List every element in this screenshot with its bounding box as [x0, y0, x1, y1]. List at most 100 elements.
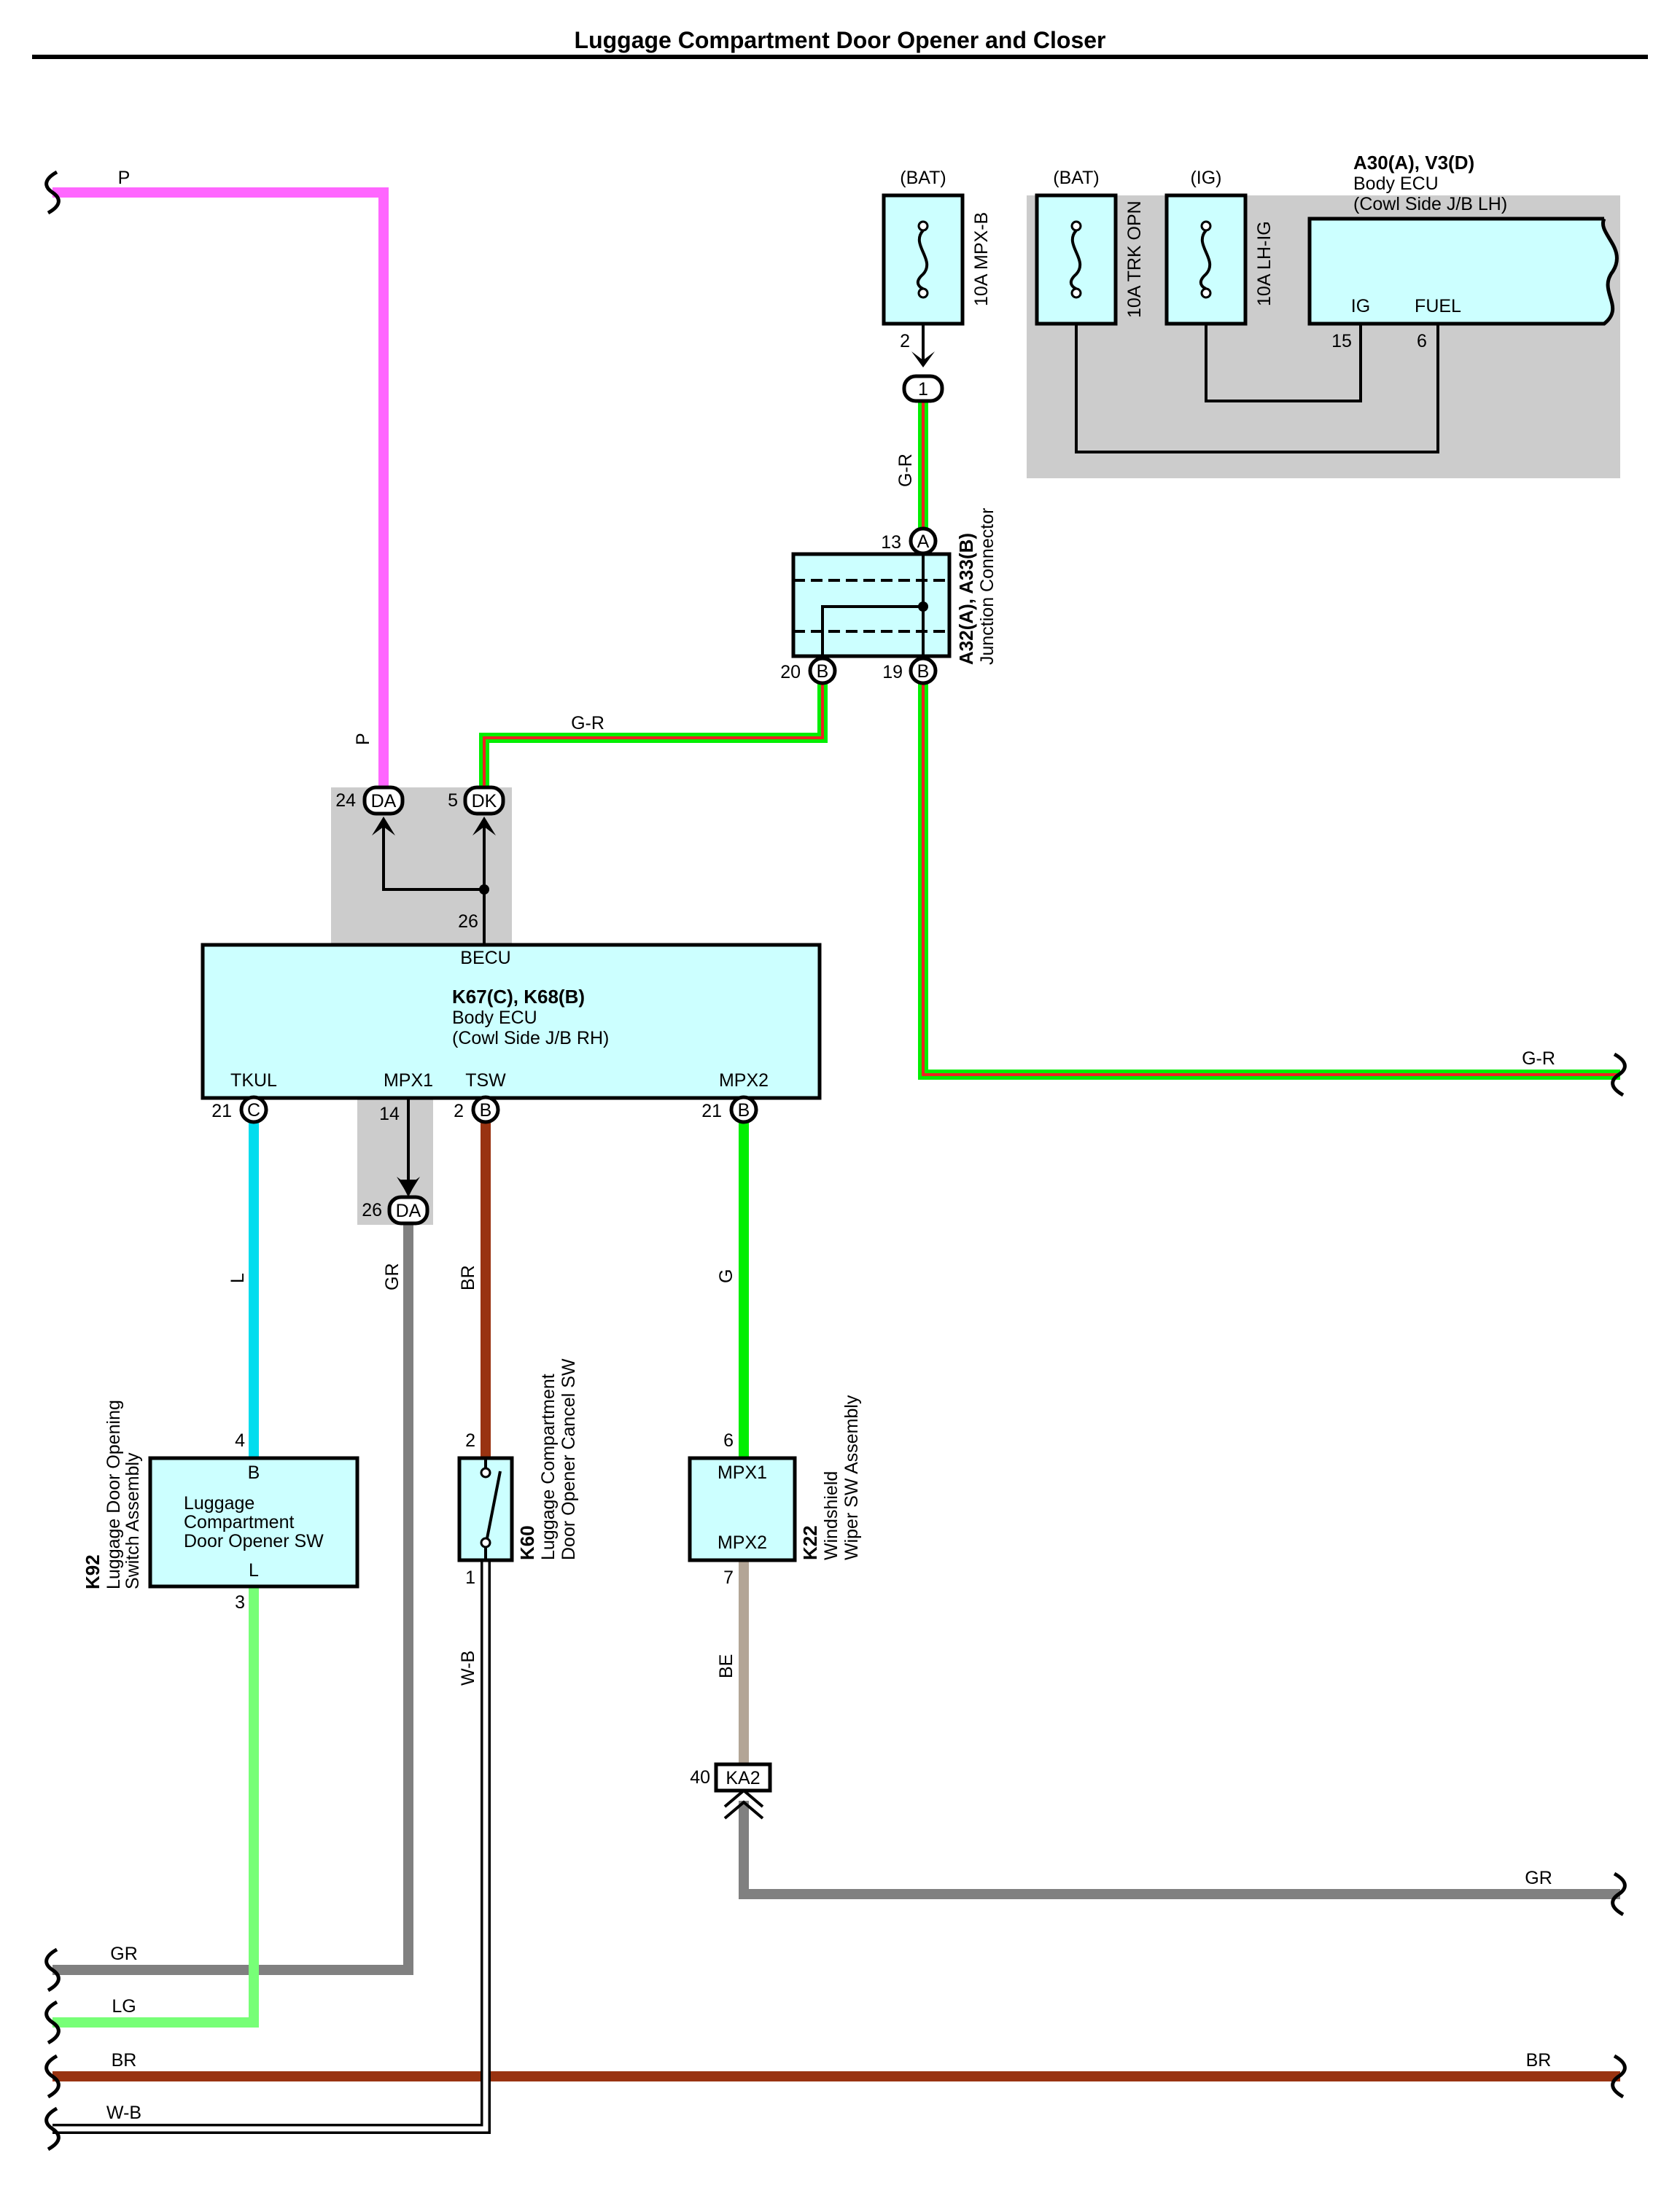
inline-connector-1: 1: [902, 374, 944, 403]
svg-text:Compartment: Compartment: [184, 1512, 294, 1532]
svg-text:BE: BE: [716, 1654, 736, 1678]
ecu-top-wiring: 26: [372, 817, 496, 945]
wire-gr-main: [918, 392, 1620, 1080]
svg-text:A30(A), V3(D): A30(A), V3(D): [1353, 152, 1474, 174]
svg-text:L: L: [249, 1560, 259, 1581]
svg-text:BECU: BECU: [460, 948, 510, 968]
svg-text:P: P: [353, 733, 373, 745]
svg-text:MPX2: MPX2: [718, 1532, 767, 1553]
svg-text:2: 2: [900, 331, 910, 351]
svg-text:21: 21: [211, 1101, 232, 1121]
svg-text:15: 15: [1331, 331, 1352, 351]
wire-gr-right: [739, 1801, 1620, 1899]
arrow-inline-1: [911, 351, 935, 367]
svg-text:B: B: [248, 1462, 260, 1483]
svg-text:K92: K92: [82, 1554, 104, 1589]
svg-text:LG: LG: [112, 1996, 136, 2017]
svg-text:P: P: [118, 168, 131, 188]
connector-ka2: 40 KA2: [690, 1762, 772, 1820]
svg-text:GR: GR: [382, 1263, 402, 1291]
svg-text:2: 2: [454, 1101, 464, 1121]
svg-text:10A MPX-B: 10A MPX-B: [971, 212, 992, 306]
svg-text:(Cowl Side J/B RH): (Cowl Side J/B RH): [452, 1028, 609, 1048]
svg-text:Door Opener Cancel SW: Door Opener Cancel SW: [559, 1358, 579, 1560]
svg-text:Luggage: Luggage: [184, 1493, 254, 1514]
k60-cancel-switch: 2 1 K60 Luggage Compartment Door Opener …: [457, 1358, 579, 1588]
svg-text:13: 13: [881, 532, 901, 553]
svg-text:DK: DK: [472, 791, 497, 811]
svg-text:B: B: [817, 661, 829, 682]
svg-text:7: 7: [723, 1567, 734, 1588]
svg-text:(IG): (IG): [1190, 168, 1221, 188]
svg-text:1: 1: [918, 379, 928, 400]
svg-text:26: 26: [362, 1200, 382, 1220]
svg-text:W-B: W-B: [106, 2103, 141, 2123]
svg-text:B: B: [738, 1100, 750, 1121]
svg-text:10A LH-IG: 10A LH-IG: [1254, 221, 1275, 306]
svg-text:(BAT): (BAT): [900, 168, 946, 188]
connector-da-mid: 26 DA: [362, 1195, 429, 1226]
svg-text:19: 19: [882, 662, 903, 682]
svg-text:K22: K22: [799, 1525, 821, 1560]
k22-wiper-switch: 6 MPX1 MPX2 7 K22 Windshield Wiper SW As…: [688, 1395, 862, 1588]
svg-text:A: A: [917, 531, 930, 552]
svg-text:B: B: [917, 661, 930, 682]
svg-text:KA2: KA2: [726, 1768, 760, 1788]
svg-text:BR: BR: [1526, 2050, 1552, 2071]
svg-text:Body ECU: Body ECU: [1353, 174, 1439, 194]
svg-text:L: L: [228, 1273, 248, 1283]
svg-text:Luggage Compartment: Luggage Compartment: [538, 1374, 559, 1560]
svg-text:6: 6: [723, 1430, 734, 1451]
svg-text:DA: DA: [371, 791, 397, 811]
svg-text:G: G: [716, 1269, 736, 1283]
svg-text:20: 20: [780, 662, 801, 682]
svg-text:BR: BR: [458, 1265, 478, 1290]
ecu-pin-tsw: B 2: [454, 1095, 500, 1124]
svg-text:24: 24: [335, 790, 356, 811]
fuse-mpx-b: (BAT) 10A MPX-B 2: [882, 168, 992, 365]
wire-gr-mpx1: [52, 1223, 413, 1975]
svg-text:Luggage Door Opening: Luggage Door Opening: [104, 1400, 124, 1589]
svg-text:G-R: G-R: [895, 453, 916, 487]
svg-text:(BAT): (BAT): [1053, 168, 1099, 188]
svg-text:Junction Connector: Junction Connector: [977, 508, 998, 665]
body-ecu-lh: A30(A), V3(D) Body ECU (Cowl Side J/B LH…: [1075, 152, 1619, 453]
body-ecu-rh: BECU K67(C), K68(B) Body ECU (Cowl Side …: [201, 943, 822, 1100]
svg-text:Switch Assembly: Switch Assembly: [122, 1452, 143, 1589]
svg-text:G-R: G-R: [571, 713, 604, 733]
svg-text:(Cowl Side J/B LH): (Cowl Side J/B LH): [1353, 194, 1507, 214]
diagram-title: Luggage Compartment Door Opener and Clos…: [575, 27, 1106, 53]
fuse-lh-ig: (IG) 10A LH-IG: [1164, 168, 1275, 326]
svg-text:C: C: [247, 1100, 260, 1121]
svg-text:B: B: [480, 1100, 492, 1121]
svg-text:2: 2: [465, 1430, 475, 1451]
svg-text:4: 4: [235, 1430, 245, 1451]
ecu-pin-mpx2: B 21: [701, 1095, 758, 1124]
svg-text:GR: GR: [1525, 1868, 1552, 1888]
svg-text:26: 26: [458, 911, 478, 932]
wire-breaks: [44, 170, 1627, 2151]
svg-text:1: 1: [465, 1567, 475, 1588]
svg-text:Body ECU: Body ECU: [452, 1008, 537, 1028]
junction-connector: 13 A B 20 B 19 A32(A), A33(B) Junction C…: [780, 508, 998, 685]
svg-text:MPX2: MPX2: [719, 1070, 769, 1091]
svg-text:40: 40: [690, 1767, 710, 1788]
svg-text:IG: IG: [1351, 296, 1370, 316]
svg-text:6: 6: [1417, 331, 1427, 351]
svg-text:BR: BR: [112, 2050, 137, 2071]
svg-text:G-R: G-R: [1522, 1048, 1555, 1069]
wire-labels: P P G-R G-R G-R L GR BR G W-B BE GR GR L…: [106, 168, 1555, 2123]
wire-wb: [52, 1560, 491, 2134]
svg-text:K67(C), K68(B): K67(C), K68(B): [452, 986, 585, 1008]
svg-text:W-B: W-B: [458, 1651, 478, 1686]
connector-da-top: 24 DA: [335, 785, 405, 816]
wire-gr-ecu: [479, 671, 828, 801]
svg-text:21: 21: [701, 1101, 722, 1121]
svg-text:MPX1: MPX1: [718, 1462, 767, 1483]
svg-text:5: 5: [448, 790, 458, 811]
ecu-pin-mpx1: 14: [379, 1098, 420, 1197]
svg-text:DA: DA: [396, 1201, 421, 1221]
svg-text:Door Opener SW: Door Opener SW: [184, 1531, 324, 1551]
wire-lg: [52, 1586, 259, 2028]
